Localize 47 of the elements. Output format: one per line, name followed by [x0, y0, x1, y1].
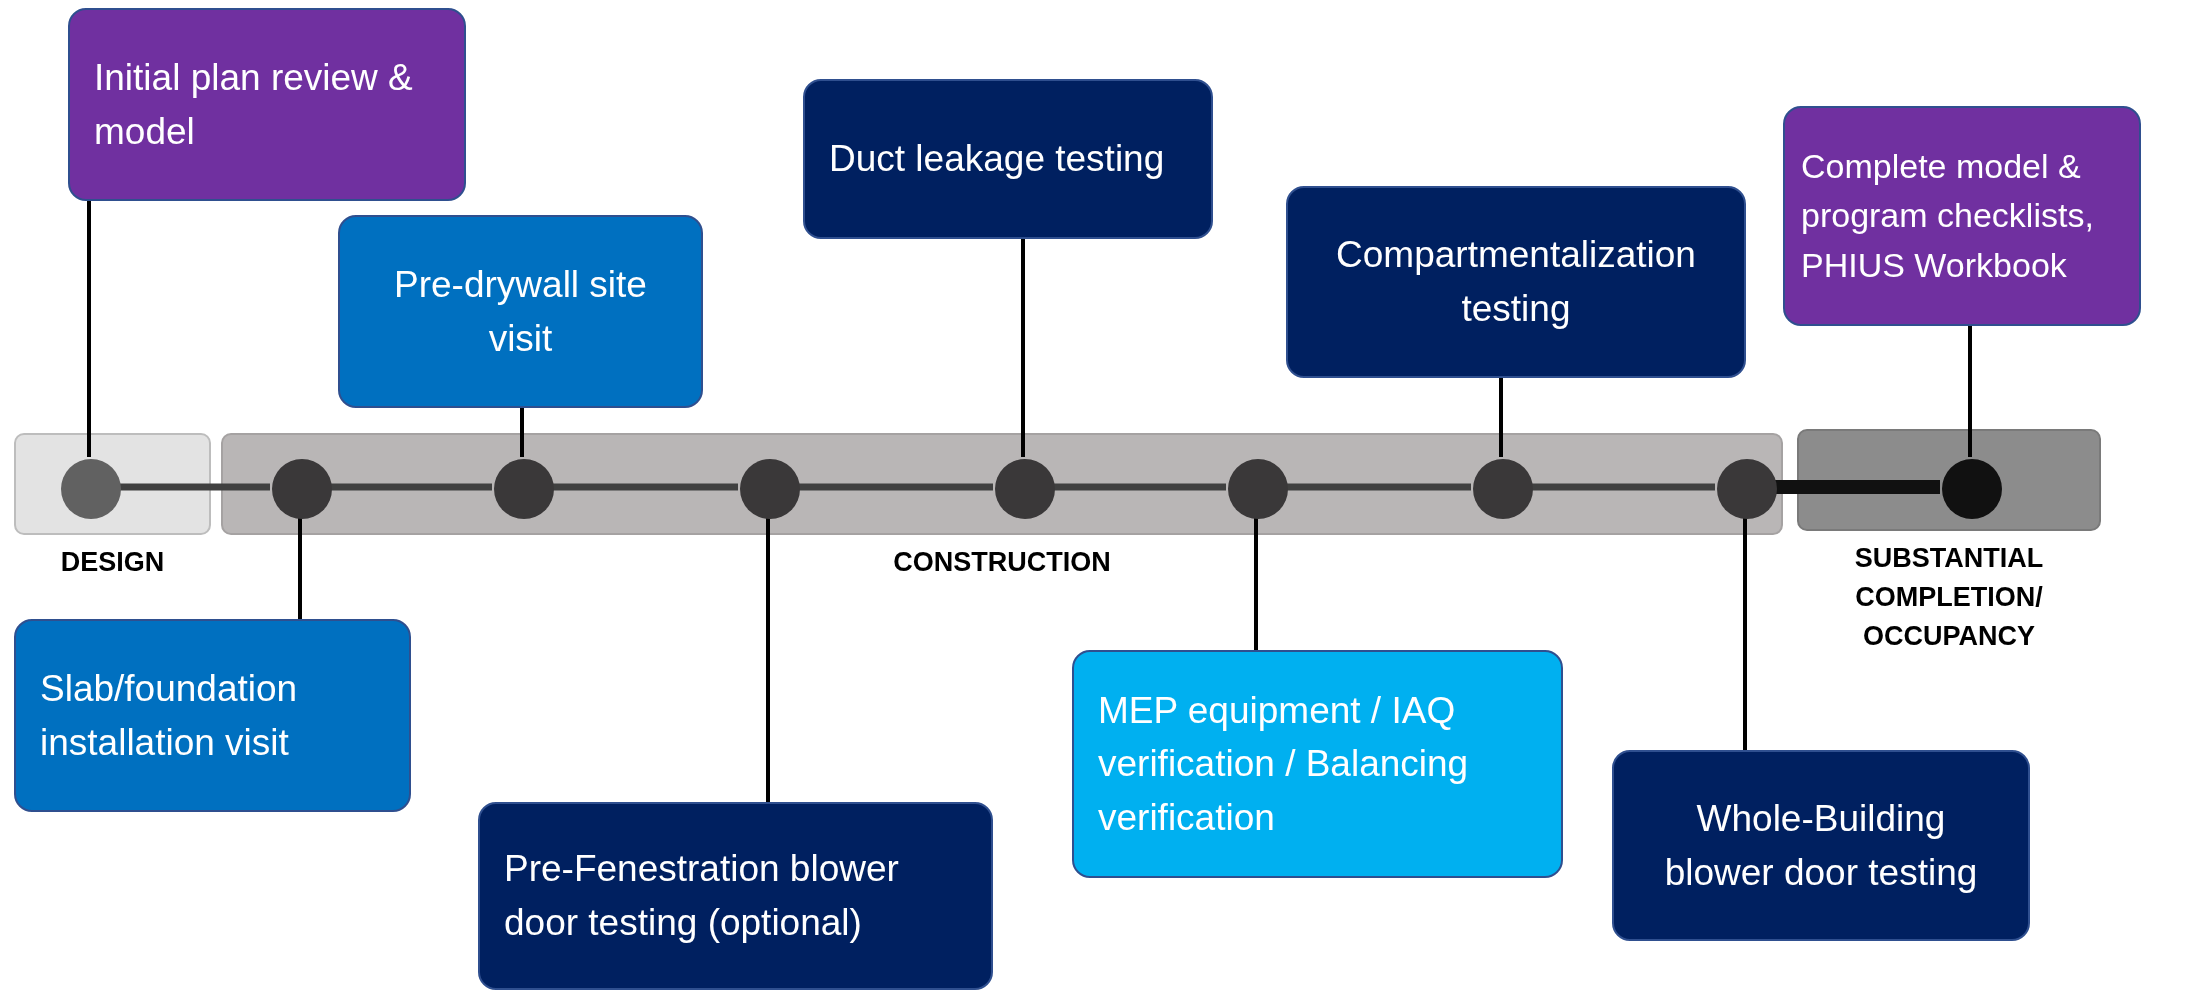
milestone-box [803, 79, 1213, 239]
milestone-dot [61, 459, 121, 519]
milestone-text: Whole-Building blower door testing [1663, 796, 1979, 895]
leader-line [298, 517, 302, 619]
leader-line [1499, 378, 1503, 457]
leader-line [87, 201, 91, 457]
timeline-segment [330, 483, 492, 491]
milestone-text: Compartmentalization testing [1335, 233, 1697, 331]
leader-line [766, 517, 770, 802]
milestone-dot [995, 459, 1055, 519]
milestone-box [338, 215, 703, 408]
milestone-dot [1228, 459, 1288, 519]
timeline-segment [119, 483, 270, 491]
milestone-dot [1473, 459, 1533, 519]
timeline-segment [552, 483, 738, 491]
milestone-dot [1717, 459, 1777, 519]
milestone-dot [740, 459, 800, 519]
phase-label: CONSTRUCTION [892, 546, 1112, 579]
timeline-segment [1531, 483, 1715, 491]
timeline-segment [1286, 483, 1471, 491]
milestone-text: MEP equipment / IAQ verification / Balancing verification [1098, 688, 1470, 840]
milestone-text: Pre-drywall site visit [393, 262, 648, 361]
milestone-box [1286, 186, 1746, 378]
milestone-box [478, 802, 993, 990]
timeline-segment [1053, 483, 1226, 491]
phase-label: SUBSTANTIAL COMPLETION/ OCCUPANCY [1853, 542, 2045, 654]
milestone-box [1783, 106, 2141, 326]
leader-line [1743, 517, 1747, 750]
milestone-text: Slab/foundation installation visit [40, 666, 299, 765]
milestone-text: Pre-Fenestration blower door testing (optional) [504, 847, 900, 945]
phase-label: DESIGN [59, 546, 166, 579]
milestone-dot [1942, 459, 2002, 519]
milestone-text: Initial plan review & model [94, 55, 414, 154]
leader-line [1021, 239, 1025, 457]
timeline-segment [798, 483, 993, 491]
milestone-text: Duct leakage testing [829, 137, 1165, 182]
leader-line [1968, 326, 1972, 457]
milestone-box [1612, 750, 2030, 941]
leader-line [520, 408, 524, 457]
milestone-box [1072, 650, 1563, 878]
milestone-dot [272, 459, 332, 519]
milestone-dot [494, 459, 554, 519]
milestone-box [68, 8, 466, 201]
timeline-segment [1775, 480, 1940, 494]
leader-line [1254, 517, 1258, 650]
milestone-box [14, 619, 411, 812]
milestone-text: Complete model & program checklists, PHIUS Workbook [1801, 146, 2095, 286]
